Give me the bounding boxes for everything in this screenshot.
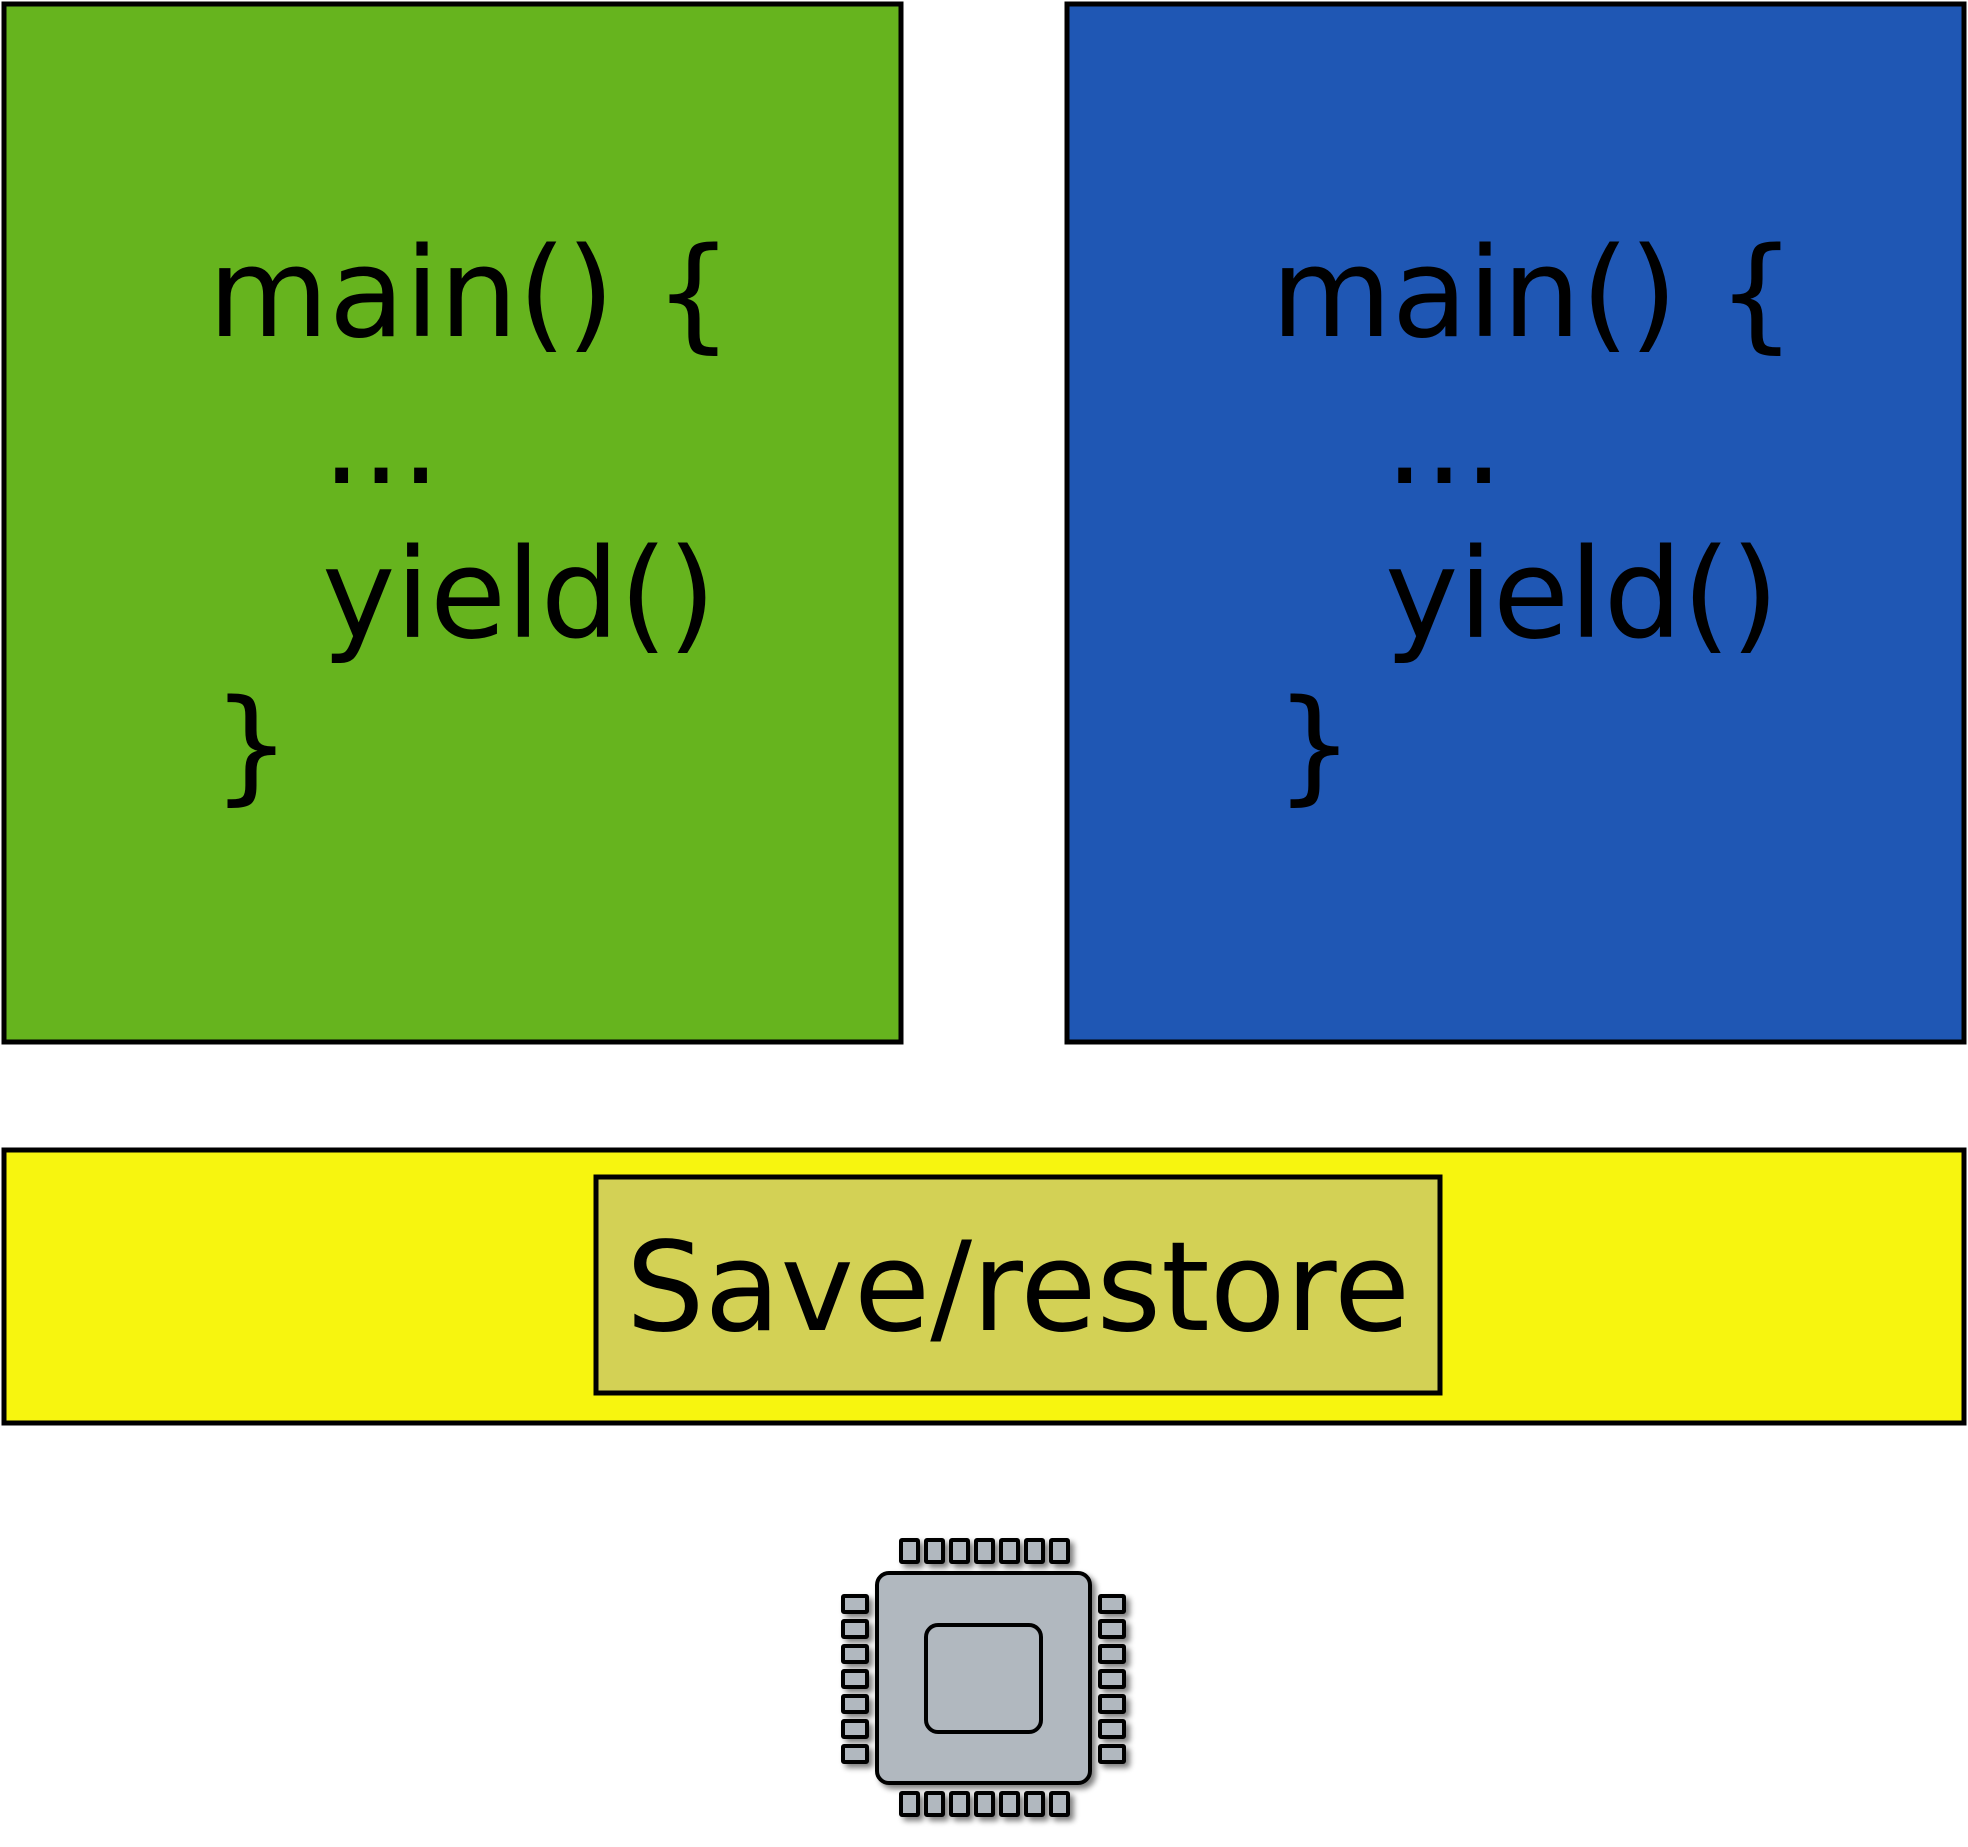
process-left-box — [1, 1, 904, 1045]
cpu-pin — [1049, 1791, 1070, 1817]
cpu-pin — [1024, 1791, 1045, 1817]
cpu-pin — [1098, 1619, 1126, 1639]
cpu-pin — [924, 1538, 945, 1564]
cpu-die — [924, 1623, 1043, 1734]
cpu-pin — [841, 1694, 869, 1714]
code-line: yield() — [322, 523, 716, 667]
cpu-pin — [841, 1719, 869, 1739]
code-line: main() { — [1271, 222, 1796, 366]
cpu-pin — [974, 1791, 995, 1817]
cpu-pin — [1024, 1538, 1045, 1564]
cpu-pin — [999, 1791, 1020, 1817]
save-restore-label: Save/restore — [626, 1216, 1410, 1360]
cpu-pin — [841, 1669, 869, 1689]
code-line: ... — [1385, 369, 1503, 513]
kernel-bar: Save/restore — [1, 1147, 1967, 1426]
cpu-pin — [1098, 1594, 1126, 1614]
cpu-pin — [841, 1644, 869, 1664]
cpu-pin — [841, 1619, 869, 1639]
cpu-pin — [949, 1538, 970, 1564]
cpu-pin — [999, 1538, 1020, 1564]
cpu-pin — [1098, 1644, 1126, 1664]
process-left: main() { ... yield() } — [1, 1, 904, 1045]
cpu-pin — [899, 1538, 920, 1564]
code-line: main() { — [208, 222, 733, 366]
code-line: } — [212, 674, 291, 818]
save-restore-box — [593, 1174, 1443, 1396]
cpu-pin — [841, 1744, 869, 1764]
code-line: yield() — [1385, 523, 1779, 667]
cpu-chip-icon — [841, 1538, 1126, 1817]
cpu-pin — [841, 1594, 869, 1614]
code-line: ... — [322, 369, 440, 513]
code-line: } — [1275, 674, 1354, 818]
cpu-pin — [1098, 1694, 1126, 1714]
cpu-pin — [1098, 1719, 1126, 1739]
cpu-pin — [924, 1791, 945, 1817]
cpu-pin — [1098, 1744, 1126, 1764]
process-right: main() { ... yield() } — [1064, 1, 1967, 1045]
cpu-pin — [899, 1791, 920, 1817]
cpu-pin — [974, 1538, 995, 1564]
cpu-pin — [1049, 1538, 1070, 1564]
cpu-pin — [949, 1791, 970, 1817]
cpu-pin — [1098, 1669, 1126, 1689]
process-right-box — [1064, 1, 1967, 1045]
